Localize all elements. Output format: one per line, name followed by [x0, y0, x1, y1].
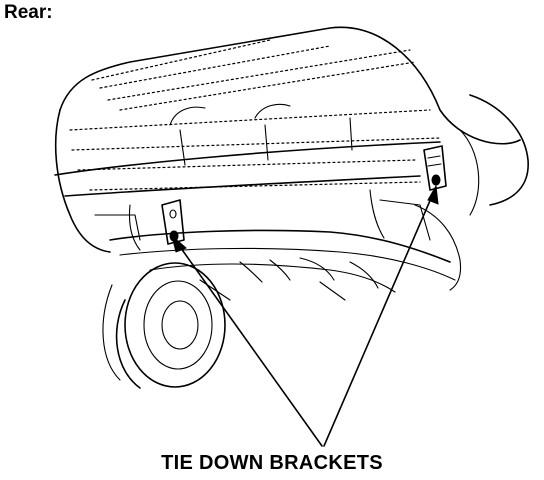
leader-lines [171, 184, 439, 447]
arrowhead-left [171, 234, 187, 253]
rear-wheel [102, 262, 226, 389]
arrowhead-right [427, 184, 439, 205]
rear-bumper [54, 103, 441, 197]
section-title: Rear: [4, 2, 53, 23]
underbody-frame [94, 189, 462, 301]
callout-label: TIE DOWN BRACKETS [161, 452, 383, 474]
left-tie-down-bracket [161, 199, 185, 245]
body-outline [54, 26, 529, 253]
right-tie-down-bracket [423, 145, 447, 191]
panel-lines [69, 39, 441, 191]
